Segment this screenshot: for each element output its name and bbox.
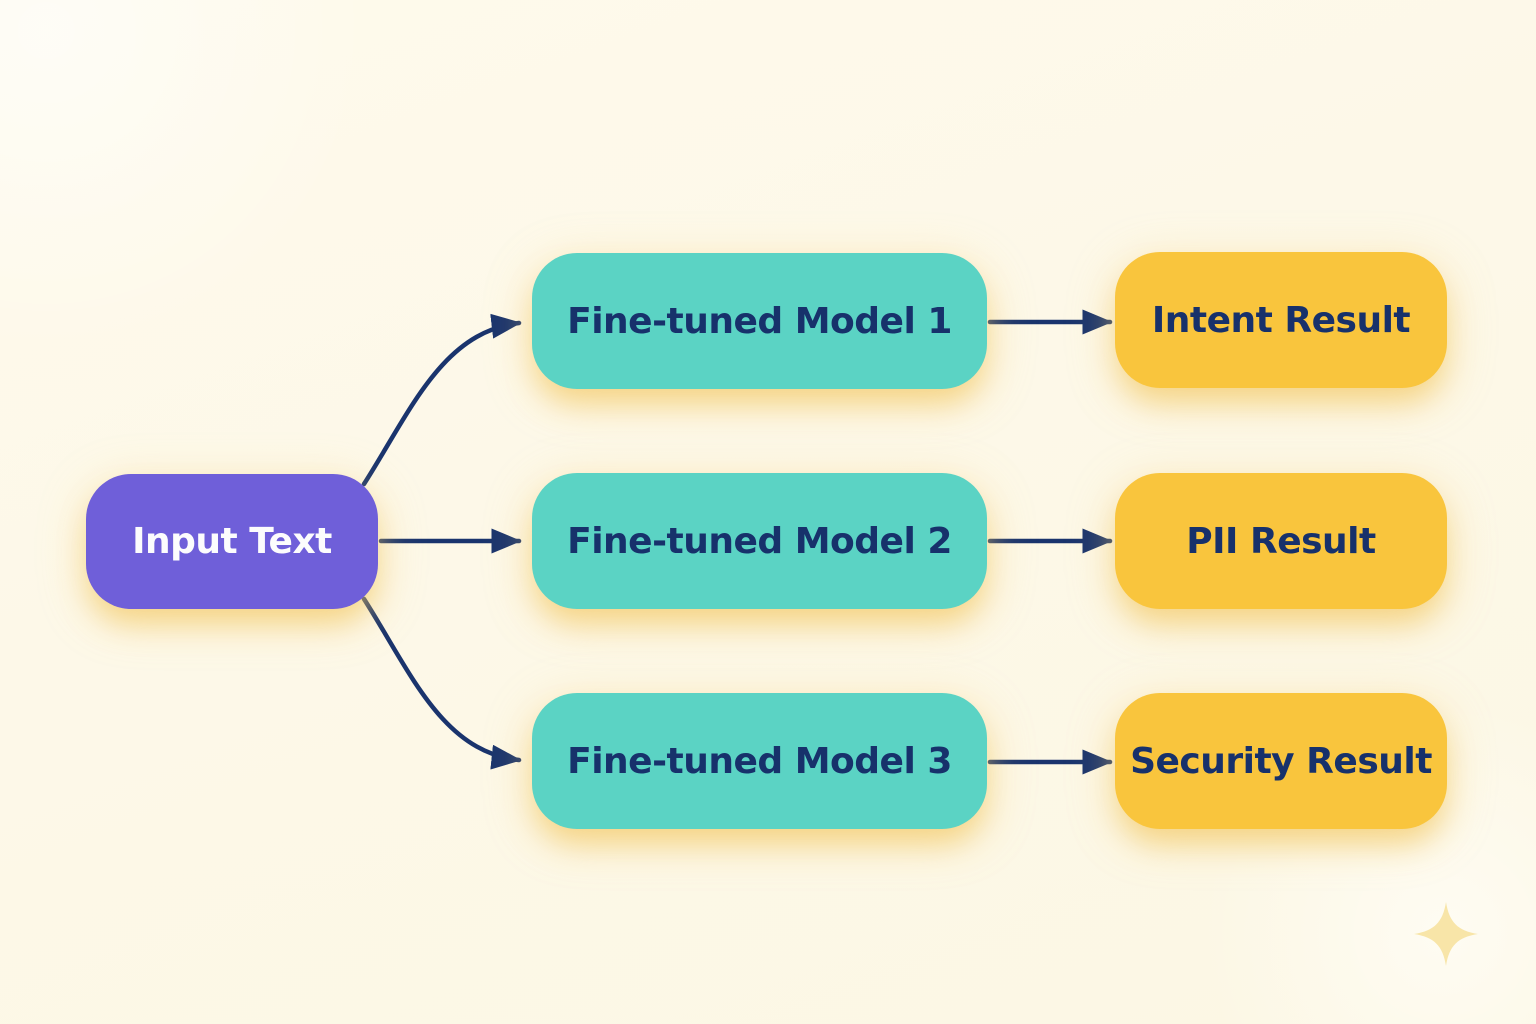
node-security-result: Security Result — [1115, 693, 1447, 829]
node-input-label: Input Text — [132, 521, 332, 562]
node-result-pii-label: PII Result — [1186, 520, 1376, 562]
node-intent-result: Intent Result — [1115, 252, 1447, 388]
node-result-intent-label: Intent Result — [1151, 299, 1411, 341]
node-result-security-label: Security Result — [1130, 740, 1432, 782]
node-model-3-label: Fine-tuned Model 3 — [567, 740, 952, 782]
node-fine-tuned-model-1: Fine-tuned Model 1 — [532, 253, 987, 389]
node-fine-tuned-model-2: Fine-tuned Model 2 — [532, 473, 987, 609]
node-input-text: Input Text — [86, 474, 378, 609]
arrow-input-to-model1 — [361, 313, 522, 487]
arrow-input-to-model3 — [361, 596, 522, 770]
node-model-1-label: Fine-tuned Model 1 — [567, 300, 952, 342]
sparkle-icon — [1414, 902, 1478, 966]
node-model-2-label: Fine-tuned Model 2 — [567, 520, 952, 562]
node-pii-result: PII Result — [1115, 473, 1447, 609]
node-fine-tuned-model-3: Fine-tuned Model 3 — [532, 693, 987, 829]
